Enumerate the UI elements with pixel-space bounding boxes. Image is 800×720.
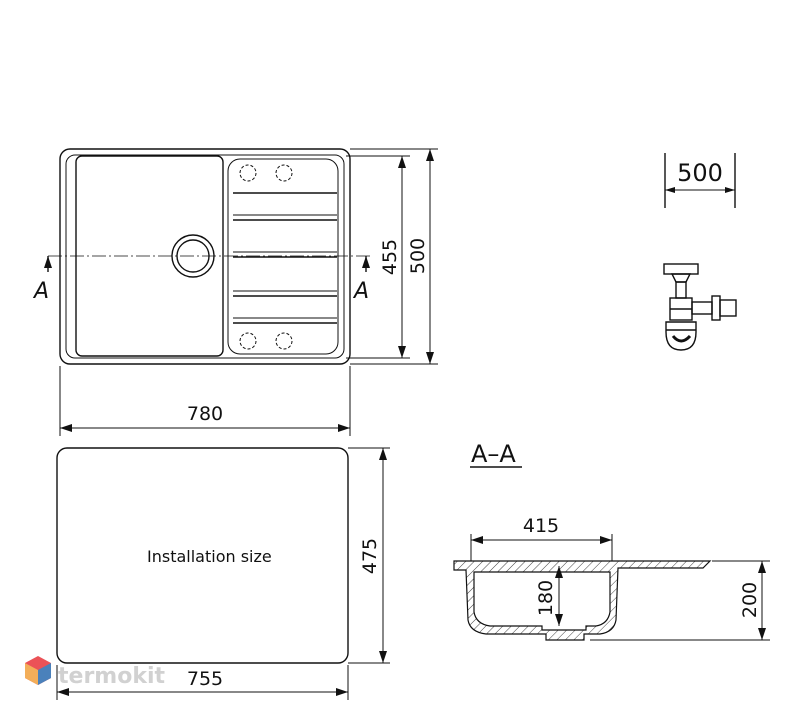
sink-top-view: A A [32,148,372,365]
dim-755-label: 755 [187,668,223,690]
dimension-780: 780 [59,366,351,436]
dim-455-label: 455 [379,239,401,275]
dim-475-label: 475 [359,538,381,574]
siphon-icon [663,263,737,351]
tap-hole-4 [275,332,293,350]
sink-inner-rim [65,154,345,359]
tap-hole-3 [239,332,257,350]
drainboard-grooves [233,192,337,324]
sink-section-profile [453,560,712,641]
installation-cutout: Installation size [56,447,349,664]
dim-780-label: 780 [187,403,223,425]
dimension-500: 500 [350,148,438,365]
installation-rect [56,447,349,664]
dimension-455: 455 [346,155,410,359]
section-view-title: A–A [471,440,516,468]
siphon-top-plate [663,263,699,275]
installation-size-label: Installation size [147,547,272,566]
section-view: A–A 415 180 200 [453,440,770,641]
drainboard-outline [227,158,339,355]
dimension-755: 755 [56,665,349,700]
dim-180-label: 180 [535,580,557,616]
termokit-watermark: termokit [25,656,165,689]
dim-415-label: 415 [523,515,559,537]
termokit-brand-text: termokit [58,664,165,689]
section-marker-left: A [32,279,49,304]
dim-200-label: 200 [739,582,761,618]
cabinet-width-icon: 500 [664,153,736,208]
dim-500-label: 500 [407,238,429,274]
dimension-475: 475 [348,447,390,664]
tap-hole-1 [239,164,257,182]
cabinet-width-label: 500 [677,159,723,187]
section-marker-right: A [352,279,369,304]
tap-hole-2 [275,164,293,182]
sink-outer-outline [59,148,351,365]
